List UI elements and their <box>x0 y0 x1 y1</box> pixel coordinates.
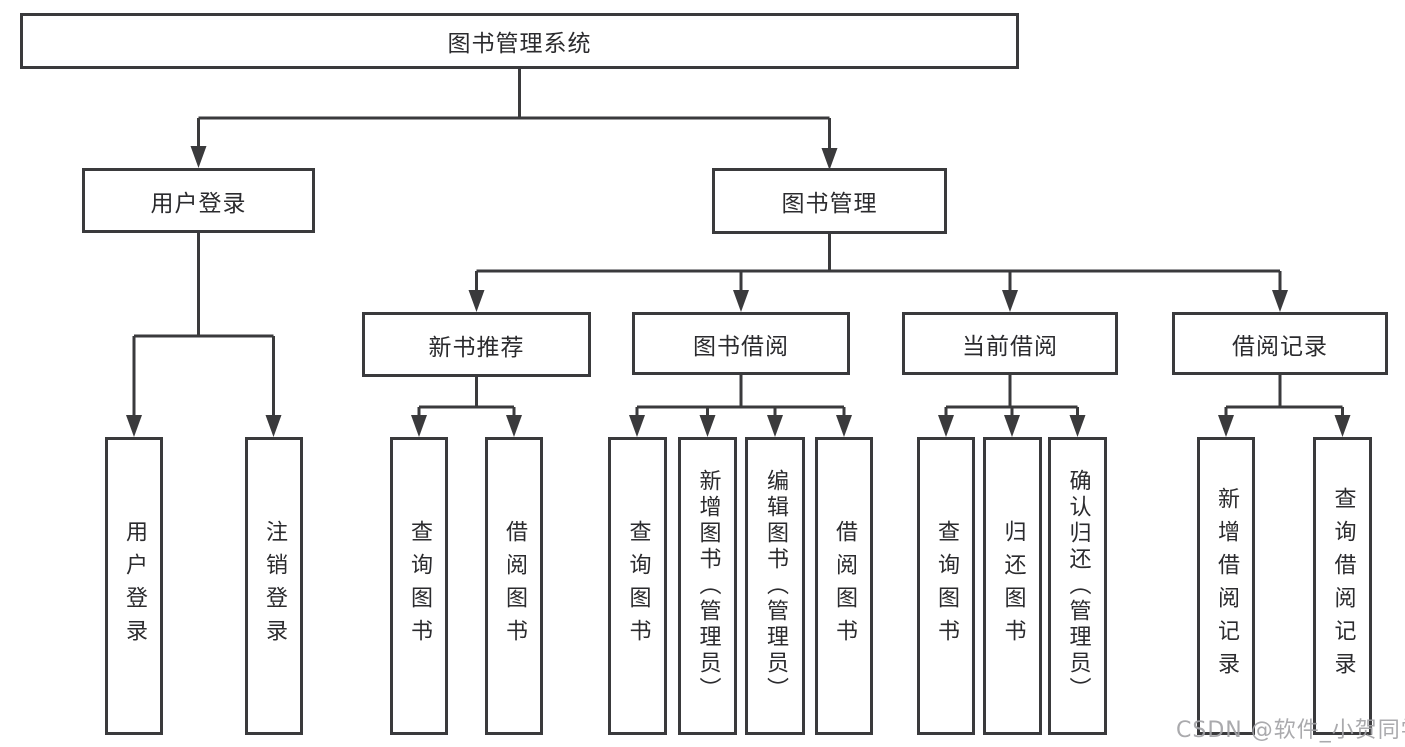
leaf-query-books-recommend-label: 查询图书 <box>407 520 432 652</box>
leaf-confirm-return-admin-label: 确认归还（管理员） <box>1065 469 1091 703</box>
leaf-query-books-borrow-label: 查询图书 <box>625 520 651 652</box>
leaf-logout-label: 注销登录 <box>262 520 287 652</box>
leaf-add-borrow-record-label: 新增借阅记录 <box>1214 487 1239 685</box>
leaf-user-login: 用户登录 <box>105 437 163 735</box>
leaf-add-books-admin-label: 新增图书（管理员） <box>695 469 721 703</box>
leaf-edit-books-admin: 编辑图书（管理员） <box>745 437 805 735</box>
leaf-borrow-books-recommend-label: 借阅图书 <box>502 520 527 652</box>
leaf-query-borrow-record-label: 查询借阅记录 <box>1330 487 1356 685</box>
node-root-system: 图书管理系统 <box>20 13 1019 69</box>
leaf-borrow-books-borrow-label: 借阅图书 <box>832 520 857 652</box>
node-book-management: 图书管理 <box>712 168 947 234</box>
watermark-text: CSDN @软件_小贺同学 <box>1176 718 1405 743</box>
leaf-add-borrow-record: 新增借阅记录 <box>1197 437 1255 735</box>
node-current-borrowing: 当前借阅 <box>902 312 1118 375</box>
node-user-login: 用户登录 <box>82 168 315 233</box>
node-new-book-recommend: 新书推荐 <box>362 312 591 377</box>
leaf-user-login-label: 用户登录 <box>122 520 147 652</box>
leaf-edit-books-admin-label: 编辑图书（管理员） <box>763 469 788 703</box>
leaf-query-books-current: 查询图书 <box>917 437 975 735</box>
leaf-borrow-books-borrow: 借阅图书 <box>815 437 873 735</box>
leaf-query-books-current-label: 查询图书 <box>934 520 959 652</box>
leaf-return-books-label: 归还图书 <box>1000 520 1026 652</box>
leaf-query-books-recommend: 查询图书 <box>390 437 448 735</box>
leaf-logout: 注销登录 <box>245 437 303 735</box>
leaf-borrow-books-recommend: 借阅图书 <box>485 437 543 735</box>
leaf-return-books: 归还图书 <box>983 437 1042 735</box>
node-borrowing-records: 借阅记录 <box>1172 312 1388 375</box>
leaf-add-books-admin: 新增图书（管理员） <box>678 437 737 735</box>
node-book-borrowing: 图书借阅 <box>632 312 850 375</box>
leaf-confirm-return-admin: 确认归还（管理员） <box>1048 437 1107 735</box>
leaf-query-books-borrow: 查询图书 <box>608 437 667 735</box>
leaf-query-borrow-record: 查询借阅记录 <box>1313 437 1372 735</box>
